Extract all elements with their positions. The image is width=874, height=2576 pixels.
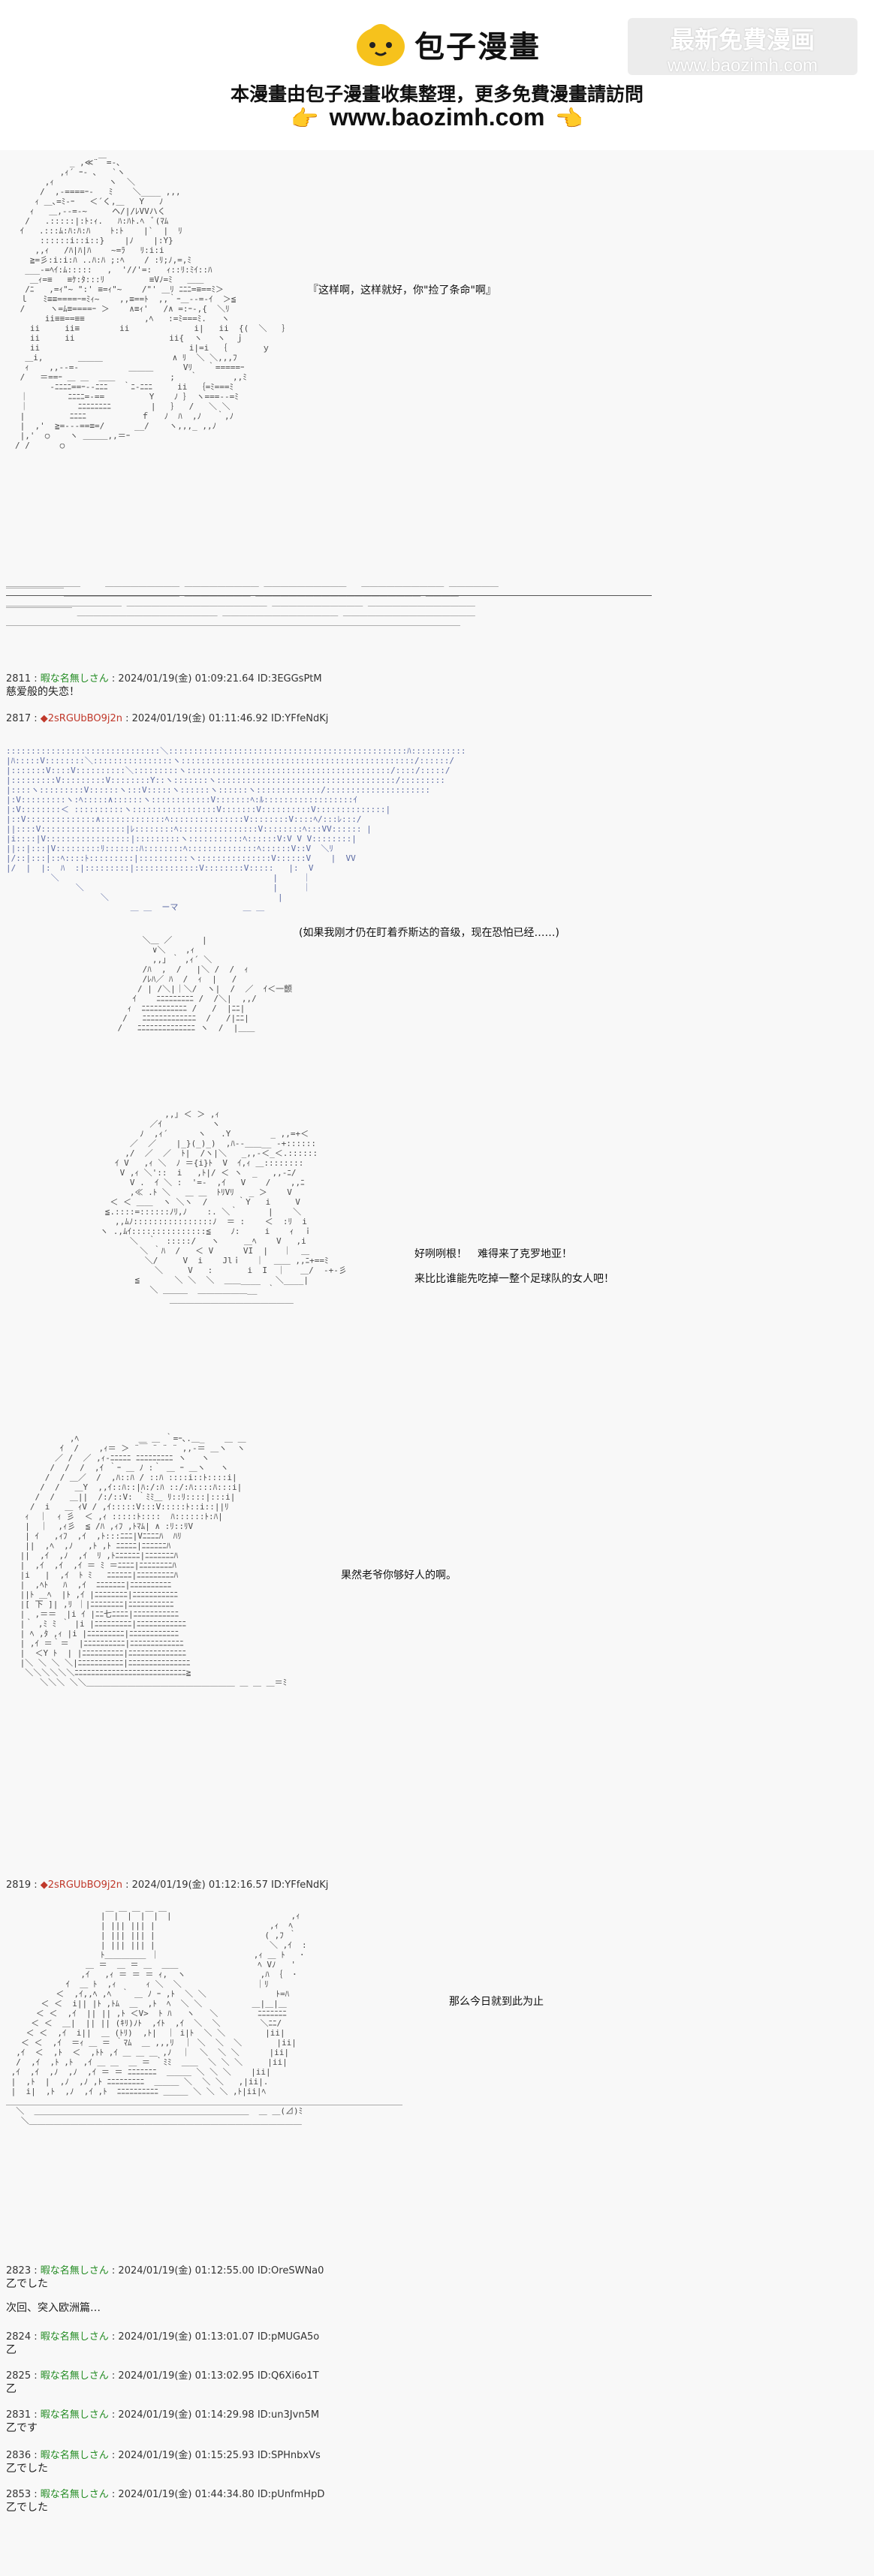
dialog-line: 那么今日就到此为止 bbox=[449, 1996, 544, 2008]
post-header: 2819 : ◆2sRGUbBO9j2n : 2024/01/19(金) 01:… bbox=[6, 1879, 329, 1891]
poster-id: ID:Q6Xi6o1T bbox=[257, 2370, 319, 2382]
poster-id: ID:pMUGA5o bbox=[257, 2331, 320, 2343]
poster-name[interactable]: ◆2sRGUbBO9j2n bbox=[40, 713, 122, 724]
post-body: 次回、突入欧洲篇… bbox=[6, 2302, 101, 2314]
post-header: 2823 : 暇な名無しさん : 2024/01/19(金) 01:12:55.… bbox=[6, 2265, 324, 2277]
post-body: 乙 bbox=[6, 2383, 17, 2395]
post-header: 2824 : 暇な名無しさん : 2024/01/19(金) 01:13:01.… bbox=[6, 2331, 320, 2343]
post-header: 2825 : 暇な名無しさん : 2024/01/19(金) 01:13:02.… bbox=[6, 2370, 319, 2382]
poster-id: ID:pUnfmHpD bbox=[257, 2489, 325, 2500]
dialog-line: 来比比谁能先吃掉一整个足球队的女人吧！ bbox=[414, 1273, 614, 1285]
pointing-hand-icon: 👉 bbox=[291, 107, 319, 132]
poster-id: ID:3EGGsPtM bbox=[257, 673, 322, 685]
ascii-art-panel-1: _ ,≪¨￣=-､ ,ｨ´ ｰ- ､ `ヽ ,ｨ ヽ ＼ / ,-====ｰ- … bbox=[15, 158, 291, 450]
post-body: 慈爱般的失恋！ bbox=[6, 686, 80, 698]
site-tagline: 本漫畫由包子漫畫收集整理，更多免費漫畫請訪問 bbox=[230, 84, 643, 105]
ascii-art-panel-5: ,ﾍ ＿ ＿ ｀=ｰ､.＿_ ＿ ＿ ｲ / ,ｨ＝ ＞ ¨￣ ¨ ¨ ¨ ,,… bbox=[20, 1434, 288, 1687]
dialog-line: 『这样啊，这样就好，你"捡了条命"啊』 bbox=[308, 284, 496, 296]
ascii-art-panel-4: ,,｣ ＜ ＞ ,ｨ ／ｲ ヽ ﾉ ,ｨ´ ヽ .Y _ ,,=+＜ ／ ／ |… bbox=[100, 1109, 347, 1305]
divider-line bbox=[6, 595, 652, 596]
dialog-line: 好咧咧根！ 难得来了克罗地亚！ bbox=[414, 1248, 572, 1260]
watermark-url: www.baozimh.com bbox=[667, 56, 818, 76]
ascii-rule-block: ＿＿＿＿＿＿＿＿＿ ＿＿＿＿＿＿＿＿＿ ＿＿＿＿＿＿＿＿＿ ＿＿＿＿＿＿＿＿＿＿… bbox=[6, 578, 499, 627]
pointing-hand-icon: 👈 bbox=[555, 107, 583, 132]
post-body: 乙でした bbox=[6, 2278, 48, 2290]
site-url-link[interactable]: www.baozimh.com bbox=[329, 104, 545, 131]
poster-name[interactable]: 暇な名無しさん bbox=[40, 2370, 109, 2382]
poster-name[interactable]: 暇な名無しさん bbox=[40, 673, 109, 685]
post-header: 2817 : ◆2sRGUbBO9j2n : 2024/01/19(金) 01:… bbox=[6, 713, 329, 724]
post-body: 乙でした bbox=[6, 2463, 48, 2475]
poster-name[interactable]: 暇な名無しさん bbox=[40, 2409, 109, 2421]
ascii-art-panel-6: |￣|￣|￣|￣|￣| ,ｨ | ||| ||| | ,ｨ ﾍ | ||| ||… bbox=[6, 1911, 402, 2126]
poster-id: ID:YFfeNdKj bbox=[271, 713, 329, 724]
site-name: 包子漫畫 bbox=[414, 31, 541, 64]
poster-name[interactable]: 暇な名無しさん bbox=[40, 2331, 109, 2343]
poster-id: ID:YFfeNdKj bbox=[271, 1879, 329, 1891]
post-body: 乙です bbox=[6, 2422, 38, 2434]
post-header: 2811 : 暇な名無しさん : 2024/01/19(金) 01:09:21.… bbox=[6, 673, 322, 685]
poster-name[interactable]: 暇な名無しさん bbox=[40, 2265, 109, 2277]
watermark: 最新免費漫画 www.baozimh.com bbox=[628, 18, 857, 76]
poster-id: ID:OreSWNa0 bbox=[257, 2265, 324, 2277]
baozi-logo-icon bbox=[357, 24, 405, 66]
ascii-art-panel-3: ＼＿ ／ | ∨＼ ,ｨ ,,｣ ｀ ,ｨ´ ＼ /ﾊ , / |＼ / / ｨ… bbox=[117, 935, 293, 1033]
poster-name[interactable]: 暇な名無しさん bbox=[40, 2489, 109, 2500]
post-header: 2831 : 暇な名無しさん : 2024/01/19(金) 01:14:29.… bbox=[6, 2409, 320, 2421]
watermark-title: 最新免費漫画 bbox=[670, 26, 815, 53]
ascii-art-panel-2: :::::::::::::::::::::::::::::::＼::::::::… bbox=[6, 746, 466, 912]
poster-name[interactable]: ◆2sRGUbBO9j2n bbox=[40, 1879, 122, 1891]
dialog-line: 果然老爷你够好人的啊。 bbox=[341, 1569, 457, 1581]
site-header: 包子漫畫 本漫畫由包子漫畫收集整理，更多免費漫畫請訪問 👉 www.baozimh… bbox=[0, 0, 874, 150]
site-url-row[interactable]: 👉 www.baozimh.com 👈 bbox=[0, 104, 874, 132]
post-body: 乙 bbox=[6, 2344, 17, 2356]
post-header: 2853 : 暇な名無しさん : 2024/01/19(金) 01:44:34.… bbox=[6, 2489, 325, 2500]
post-header: 2836 : 暇な名無しさん : 2024/01/19(金) 01:15:25.… bbox=[6, 2450, 321, 2461]
post-body: 乙でした bbox=[6, 2502, 48, 2514]
poster-name[interactable]: 暇な名無しさん bbox=[40, 2450, 109, 2461]
dialog-line: (如果我刚才仍在盯着乔斯达的音级，现在恐怕已经……) bbox=[299, 927, 559, 939]
poster-id: ID:un3Jvn5M bbox=[257, 2409, 320, 2421]
poster-id: ID:SPHnbxVs bbox=[257, 2450, 321, 2461]
